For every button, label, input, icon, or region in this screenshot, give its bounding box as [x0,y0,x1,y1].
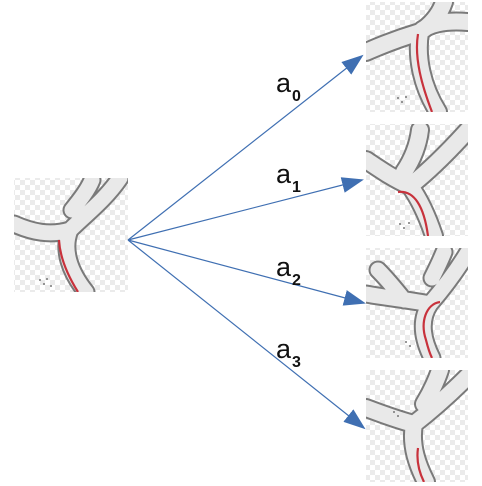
arrow-a1 [127,177,364,241]
action-label-a3: a3 [276,334,301,371]
result-state-3-image [366,370,468,482]
result-state-0-image [366,2,468,112]
action-label-a0: a0 [276,68,301,105]
arrow-a3 [127,239,366,430]
arrow-a0 [127,54,364,241]
action-label-a2: a2 [276,252,301,289]
action-arrows [127,54,366,430]
arrow-a2 [127,239,366,306]
action-label-a1: a1 [276,159,301,196]
result-state-1-image [366,124,468,236]
result-state-2-image [366,248,468,358]
source-state-image [14,178,128,292]
